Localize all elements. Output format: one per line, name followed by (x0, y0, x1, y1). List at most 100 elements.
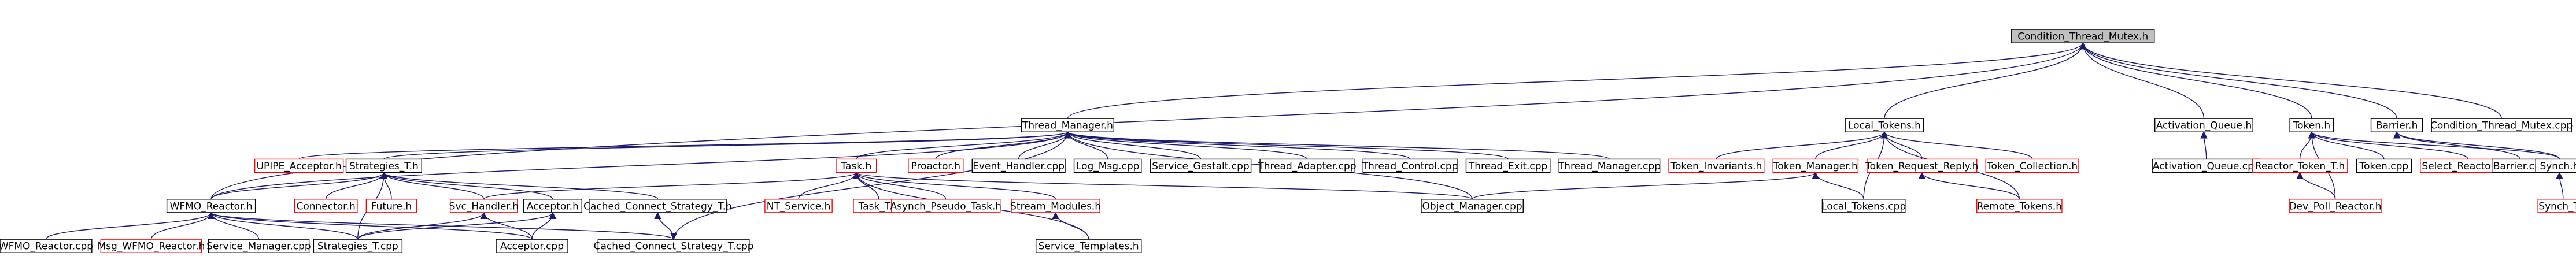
node-svcg[interactable]: Service_Gestalt.cpp (1150, 158, 1252, 173)
node-cccscpp[interactable]: Cached_Connect_Strategy_T.cpp (594, 239, 754, 253)
node-rtokh[interactable]: Remote_Tokens.h (1976, 199, 2063, 213)
edge-tokcpp-to-tok (2308, 131, 2385, 159)
node-stcpp[interactable]: Strategies_T.cpp (313, 239, 403, 253)
node-logmsg[interactable]: Log_Msg.cpp (1073, 158, 1142, 173)
node-bar[interactable]: Barrier.h (2370, 118, 2423, 132)
edge-synch-to-tok (2308, 131, 2560, 160)
node-label: Log_Msg.cpp (1076, 161, 1140, 172)
node-lt[interactable]: Local_Tokens.h (1845, 118, 1924, 132)
node-label: NT_Service.h (767, 201, 831, 212)
node-box (2431, 118, 2572, 132)
node-box (597, 239, 750, 253)
node-box (1772, 158, 1859, 173)
node-box (891, 199, 1001, 213)
edge-smod-to-task (852, 172, 1056, 200)
edge-objm-to-task (853, 172, 1473, 200)
node-box (496, 239, 568, 253)
node-box (294, 199, 358, 213)
node-wfmocpp[interactable]: WFMO_Reactor.cpp (0, 239, 93, 253)
node-box (1976, 199, 2063, 213)
node-thad[interactable]: Thread_Adapter.cpp (1257, 158, 1357, 173)
node-label: Stream_Modules.h (1010, 201, 1101, 212)
node-box (2252, 158, 2348, 173)
node-box (2356, 158, 2412, 173)
node-acc[interactable]: Acceptor.h (523, 199, 582, 213)
node-apt[interactable]: Asynch_Pseudo_Task.h (890, 199, 1001, 213)
node-label: Connector.h (296, 201, 355, 212)
node-msgwfmo[interactable]: Msg_WFMO_Reactor.h (98, 239, 205, 253)
node-box (764, 199, 833, 213)
node-tman[interactable]: Token_Manager.h (1772, 158, 1859, 173)
node-box (1845, 118, 1924, 132)
node-wfmo[interactable]: WFMO_Reactor.h (166, 199, 256, 213)
node-label: Synch_T.h (2538, 201, 2576, 212)
node-box (0, 239, 93, 253)
node-dpr[interactable]: Dev_Poll_Reactor.h (2289, 199, 2382, 213)
node-proactor[interactable]: Proactor.h (908, 158, 964, 173)
node-label: Service_Gestalt.cpp (1152, 161, 1250, 172)
node-tokcpp[interactable]: Token.cpp (2356, 158, 2412, 173)
node-acccpp[interactable]: Acceptor.cpp (496, 239, 568, 253)
node-smcpp[interactable]: Service_Manager.cpp (206, 239, 311, 253)
node-box (523, 199, 582, 213)
node-label: WFMO_Reactor.h (170, 201, 253, 212)
node-label: UPIPE_Acceptor.h (257, 161, 342, 172)
node-smod[interactable]: Stream_Modules.h (1010, 199, 1101, 213)
edge-tman-to-lt (1815, 131, 1888, 159)
node-label: Select_Reactor_T.h (2422, 161, 2514, 172)
edge-rtok-to-tok (2299, 131, 2316, 159)
node-ltcpp[interactable]: Local_Tokens.cpp (1821, 199, 1906, 213)
node-conn[interactable]: Connector.h (294, 199, 358, 213)
node-stemp[interactable]: Service_Templates.h (1035, 239, 1142, 253)
node-aq[interactable]: Activation_Queue.h (2154, 118, 2253, 132)
edge-wfmo-to-root (210, 42, 2087, 199)
node-synch[interactable]: Synch.h (2535, 158, 2576, 173)
node-treq[interactable]: Token_Request_Reply.h (1865, 158, 1978, 173)
node-thexit[interactable]: Thread_Exit.cpp (1465, 158, 1551, 173)
node-tok[interactable]: Token.h (2289, 118, 2334, 132)
node-evh[interactable]: Event_Handler.cpp (971, 158, 1066, 173)
node-label: Svc_Handler.h (449, 201, 519, 212)
edge-tcol-to-lt (1880, 131, 2033, 159)
node-upipe[interactable]: UPIPE_Acceptor.h (254, 158, 344, 173)
node-cccs[interactable]: Cached_Connect_Strategy_T.h (583, 199, 732, 213)
node-task[interactable]: Task.h (836, 158, 877, 173)
edge-cccs-to-strat (380, 172, 659, 200)
node-label: Condition_Thread_Mutex.h (2017, 31, 2148, 43)
edge-cccscpp-to-wfmo (208, 212, 674, 240)
node-fut[interactable]: Future.h (365, 199, 417, 213)
edge-stcpp-to-svch (357, 212, 487, 240)
node-thctl[interactable]: Thread_Control.cpp (1362, 158, 1458, 173)
node-strat[interactable]: Strategies_T.h (345, 158, 422, 173)
node-rtok[interactable]: Reactor_Token_T.h (2252, 158, 2348, 173)
node-svch[interactable]: Svc_Handler.h (449, 199, 519, 213)
node-label: Synch.h (2540, 161, 2576, 172)
node-label: Token_Collection.h (1986, 161, 2078, 172)
edge-aqcpp-to-aq (2200, 131, 2208, 159)
node-label: Token.h (2293, 120, 2331, 132)
edge-smcpp-to-wfmo (207, 212, 260, 240)
node-box (1867, 158, 1978, 173)
edge-nts-to-task (798, 172, 860, 199)
node-synt[interactable]: Synch_T.h (2537, 199, 2576, 213)
nodes: Condition_Thread_Mutex.hThread_Manager.h… (0, 29, 2576, 253)
edge-rtokh-to-treq (1918, 172, 2020, 200)
node-label: Activation_Queue.cpp (2153, 161, 2260, 172)
node-tcol[interactable]: Token_Collection.h (1985, 158, 2079, 173)
node-label: Condition_Thread_Mutex.cpp (2430, 120, 2573, 132)
node-tinv[interactable]: Token_Invariants.h (1668, 158, 1765, 173)
node-box (1035, 239, 1142, 253)
node-thmcpp[interactable]: Thread_Manager.cpp (1558, 158, 1661, 173)
node-aqcpp[interactable]: Activation_Queue.cpp (2152, 158, 2261, 173)
edge-proactor-to-tm (935, 131, 1071, 159)
node-label: Service_Manager.cpp (206, 241, 311, 253)
node-ctmcpp[interactable]: Condition_Thread_Mutex.cpp (2430, 118, 2573, 132)
node-tm[interactable]: Thread_Manager.h (1021, 118, 1115, 132)
node-objm[interactable]: Object_Manager.cpp (1421, 199, 1524, 213)
node-box (1821, 199, 1906, 213)
node-nts[interactable]: NT_Service.h (764, 199, 833, 213)
node-box (1021, 118, 1115, 132)
node-box (345, 158, 422, 173)
edge-cccs-to-cccscpp (657, 212, 678, 240)
node-label: Strategies_T.h (349, 161, 419, 172)
